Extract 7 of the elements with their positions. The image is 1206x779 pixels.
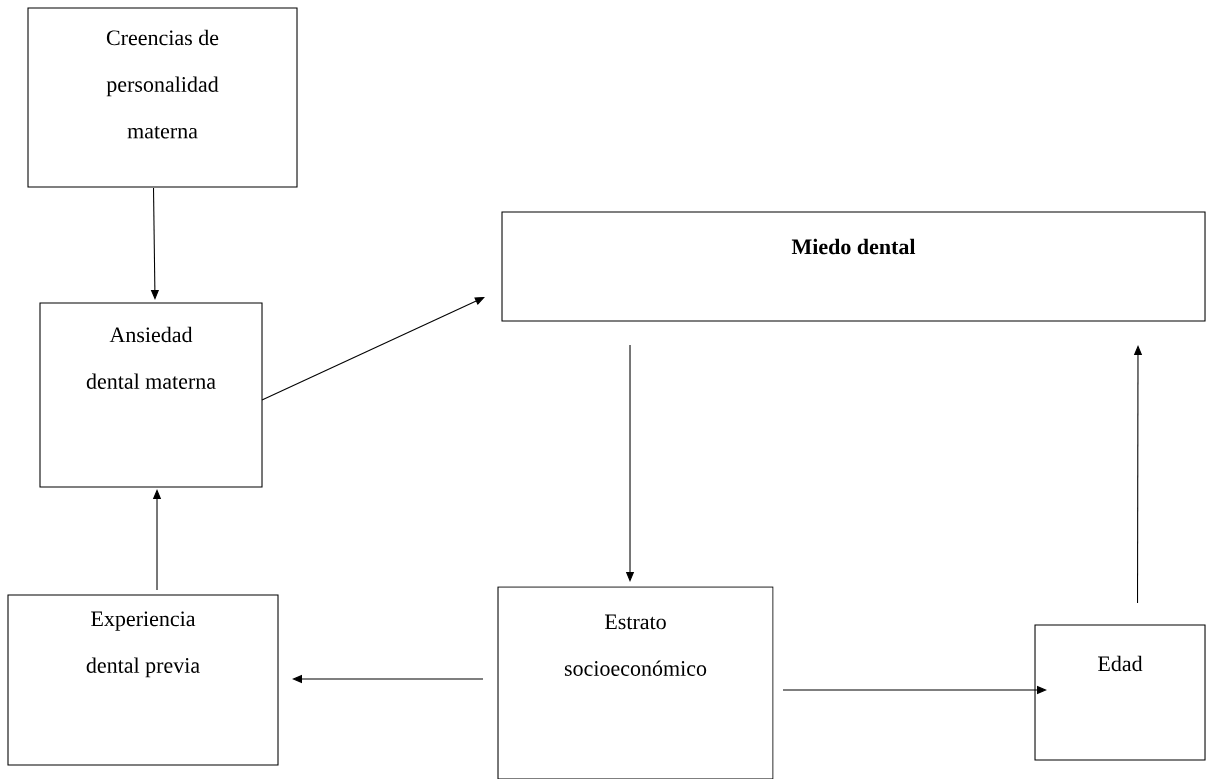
text-box: Edad xyxy=(1034,624,1206,761)
text-box: Estrato socioeconómico xyxy=(497,586,774,779)
text-box: Ansiedad dental materna xyxy=(39,302,263,488)
arrow xyxy=(261,297,485,401)
text-box: Creencias de personalidad materna xyxy=(27,7,298,188)
text-box: Experiencia dental previa xyxy=(7,594,279,766)
text-box: Miedo dental xyxy=(501,211,1206,322)
